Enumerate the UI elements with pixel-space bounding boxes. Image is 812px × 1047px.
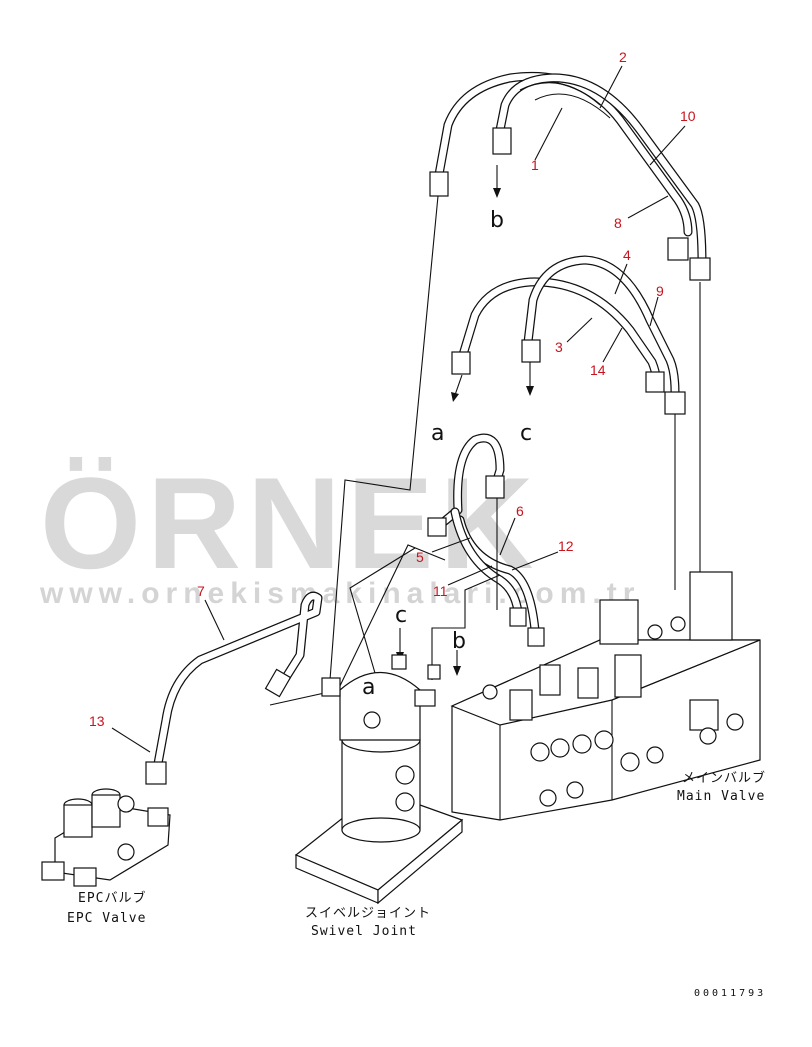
callouts: 1 2 3 4 5 6 7 8 9 10 11 12 13 14 <box>89 49 696 729</box>
watermark: ÖRNEK www.ornekismakinalari.com.tr <box>39 450 640 610</box>
valve-spools <box>482 616 744 807</box>
callout-6: 6 <box>516 503 524 519</box>
main-valve <box>450 571 761 821</box>
callout-10: 10 <box>680 108 696 124</box>
hose-fitting <box>509 607 527 627</box>
swivel-body <box>341 739 421 831</box>
main-valve-label-jp: メインバルブ <box>682 770 766 786</box>
letter-b-top: b <box>490 208 504 233</box>
valve-block <box>614 654 642 698</box>
hose-fitting <box>264 668 292 698</box>
valve-block <box>689 699 719 731</box>
hose-fitting <box>521 339 541 363</box>
letter-a-joint: a <box>362 675 375 700</box>
hose-fitting <box>689 257 711 281</box>
hose-group-epc <box>145 591 323 785</box>
hose-fitting <box>667 237 689 261</box>
callout-13: 13 <box>89 713 105 729</box>
letter-c-top: c <box>520 421 532 446</box>
letter-b-joint: b <box>452 629 466 654</box>
hose-fitting <box>145 761 167 785</box>
connection-letters: b a c c b a <box>362 208 532 700</box>
callout-5: 5 <box>416 549 424 565</box>
document-number: 00011793 <box>694 988 766 999</box>
swivel-joint-label-jp: スイベルジョイント <box>305 906 431 921</box>
callout-8: 8 <box>614 215 622 231</box>
hose-fitting <box>645 371 665 393</box>
hose-fitting <box>451 351 471 375</box>
callout-4: 4 <box>623 247 631 263</box>
valve-block <box>689 571 733 641</box>
hose-group-middle <box>451 255 686 415</box>
letter-a-top: a <box>431 421 444 446</box>
hose-group-upper <box>429 71 711 281</box>
valve-block <box>509 689 533 721</box>
hose-fitting <box>427 517 447 537</box>
swivel-body-bottom <box>341 817 421 843</box>
valve-block <box>539 664 561 696</box>
hose-fitting <box>429 171 449 197</box>
hose-fitting <box>527 627 545 647</box>
hose-fitting <box>485 475 505 499</box>
hose-group-lower <box>427 433 545 647</box>
letter-c-joint: c <box>395 603 407 628</box>
callout-9: 9 <box>656 283 664 299</box>
hose-fitting <box>664 391 686 415</box>
callout-14: 14 <box>590 362 606 378</box>
watermark-url: www.ornekismakinalari.com.tr <box>39 577 640 610</box>
callout-11: 11 <box>433 583 448 599</box>
swivel-joint-label-en: Swivel Joint <box>311 924 417 939</box>
callout-12: 12 <box>558 538 574 554</box>
callout-3: 3 <box>555 339 563 355</box>
main-valve-label-en: Main Valve <box>677 789 765 804</box>
swivel-head <box>339 671 421 741</box>
watermark-brand: ÖRNEK <box>40 450 539 596</box>
epc-valve-label-jp: EPCバルブ <box>78 890 146 906</box>
valve-block <box>599 599 639 645</box>
callout-2: 2 <box>619 49 627 65</box>
epc-valve <box>41 788 171 887</box>
swivel-joint <box>294 654 464 905</box>
callout-7: 7 <box>197 583 205 599</box>
epc-valve-label-en: EPC Valve <box>67 911 146 926</box>
component-captions: EPCバルブ EPC Valve スイベルジョイント Swivel Joint … <box>67 770 766 939</box>
hose-fitting <box>492 127 512 155</box>
callout-1: 1 <box>531 157 539 173</box>
callout-leaders <box>111 65 686 753</box>
valve-block <box>577 667 599 699</box>
